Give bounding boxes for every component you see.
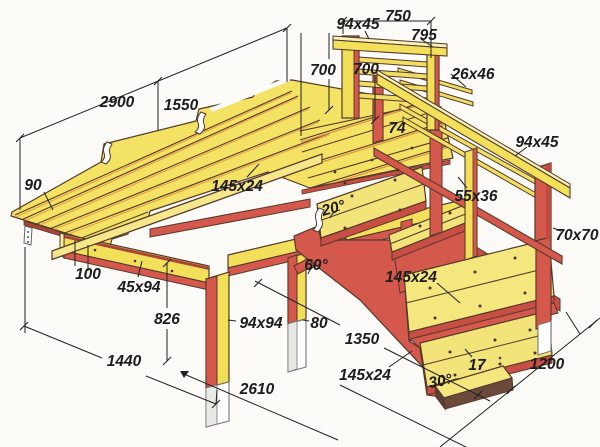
svg-text:94x45: 94x45 xyxy=(336,16,379,33)
svg-text:94x45: 94x45 xyxy=(515,134,558,151)
svg-text:80: 80 xyxy=(310,315,328,332)
svg-text:2900: 2900 xyxy=(99,94,135,111)
svg-text:145x24: 145x24 xyxy=(339,367,391,384)
svg-text:55x36: 55x36 xyxy=(454,188,497,205)
svg-text:145x24: 145x24 xyxy=(385,269,437,286)
svg-text:17: 17 xyxy=(468,357,487,374)
svg-text:60°: 60° xyxy=(304,257,328,274)
svg-text:700: 700 xyxy=(310,62,336,79)
svg-text:1350: 1350 xyxy=(345,331,380,348)
svg-text:1200: 1200 xyxy=(530,356,565,373)
svg-text:26x46: 26x46 xyxy=(450,66,494,83)
svg-text:100: 100 xyxy=(75,266,101,283)
svg-text:30°: 30° xyxy=(427,371,454,392)
svg-text:70x70: 70x70 xyxy=(555,227,598,244)
svg-text:94x94: 94x94 xyxy=(239,315,282,332)
svg-text:750: 750 xyxy=(385,8,411,25)
svg-text:1550: 1550 xyxy=(164,97,199,114)
svg-text:700: 700 xyxy=(353,61,379,78)
svg-text:2610: 2610 xyxy=(239,381,275,398)
svg-text:145x24: 145x24 xyxy=(211,178,263,195)
svg-text:795: 795 xyxy=(411,27,437,44)
svg-text:1440: 1440 xyxy=(107,353,142,370)
svg-text:45x94: 45x94 xyxy=(116,279,160,296)
svg-text:74: 74 xyxy=(388,120,406,137)
svg-text:826: 826 xyxy=(154,311,180,328)
svg-text:90: 90 xyxy=(24,177,42,194)
svg-text:20°: 20° xyxy=(319,197,348,220)
